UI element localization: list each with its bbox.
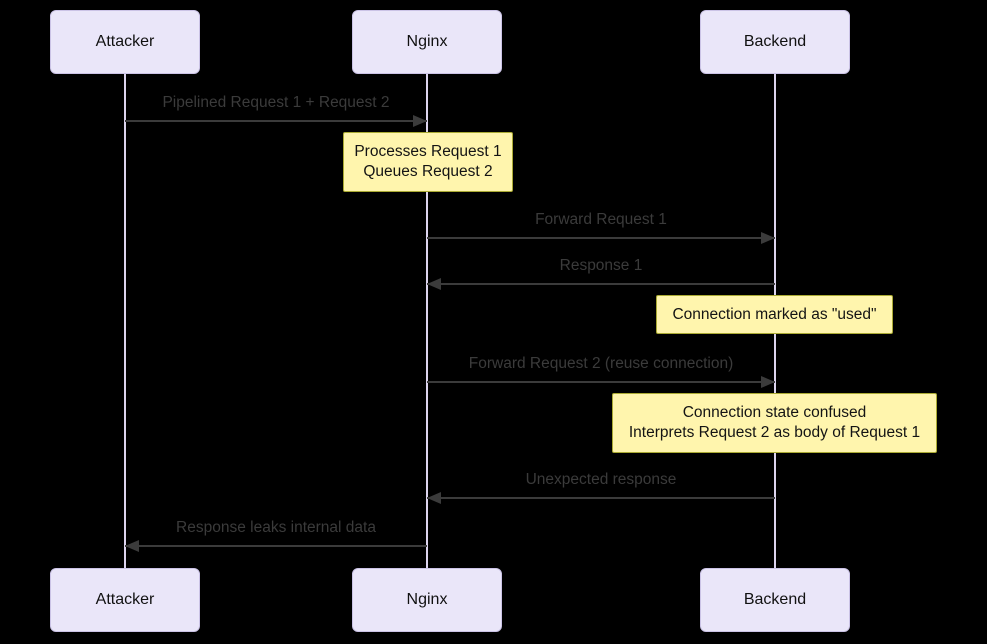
message-label: Forward Request 1 — [535, 211, 667, 228]
lifeline-nginx — [426, 74, 428, 568]
note-line: Connection state confused — [682, 404, 867, 421]
arrowhead-right-icon — [413, 115, 427, 127]
note-line: Connection marked as "used" — [672, 305, 877, 323]
arrowhead-right-icon — [761, 376, 775, 388]
message-line — [427, 497, 775, 499]
message-label: Unexpected response — [525, 471, 677, 488]
arrowhead-left-icon — [427, 278, 441, 290]
message-line — [125, 120, 427, 122]
actor-attacker-bottom: Attacker — [50, 568, 200, 632]
actor-attacker-top: Attacker — [50, 10, 200, 74]
message-label: Forward Request 2 (reuse connection) — [468, 355, 734, 372]
message-line — [427, 283, 775, 285]
arrowhead-left-icon — [427, 492, 441, 504]
note-connection-confused: Connection state confused Interprets Req… — [612, 393, 937, 453]
message-label: Response leaks internal data — [176, 519, 376, 536]
message-label: Pipelined Request 1 + Request 2 — [162, 94, 390, 111]
actor-backend-bottom: Backend — [700, 568, 850, 632]
actor-label: Nginx — [406, 33, 448, 50]
note-nginx-processing: Processes Request 1 Queues Request 2 — [343, 132, 513, 192]
lifeline-attacker — [124, 74, 126, 568]
message-line — [427, 237, 775, 239]
note-connection-used: Connection marked as "used" — [656, 295, 893, 334]
note-line: Processes Request 1 — [354, 143, 502, 160]
actor-backend-top: Backend — [700, 10, 850, 74]
note-line: Queues Request 2 — [363, 163, 493, 180]
arrowhead-right-icon — [761, 232, 775, 244]
arrowhead-left-icon — [125, 540, 139, 552]
note-line: Interprets Request 2 as body of Request … — [628, 424, 921, 441]
actor-nginx-bottom: Nginx — [352, 568, 502, 632]
actor-nginx-top: Nginx — [352, 10, 502, 74]
actor-label: Attacker — [95, 33, 155, 50]
actor-label: Nginx — [406, 591, 448, 608]
actor-label: Attacker — [95, 591, 155, 608]
message-line — [427, 381, 775, 383]
message-label: Response 1 — [559, 257, 643, 274]
actor-label: Backend — [743, 591, 807, 608]
message-line — [125, 545, 427, 547]
actor-label: Backend — [743, 33, 807, 50]
